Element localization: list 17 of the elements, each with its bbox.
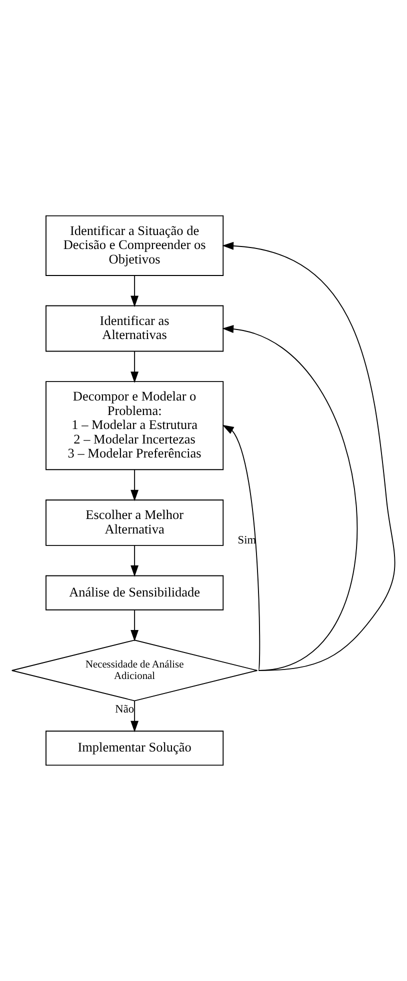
edge-label: Não <box>115 703 134 716</box>
node-box: Escolher a Melhor Alternativa <box>46 500 224 546</box>
node-box: Identificar as Alternativas <box>46 305 224 352</box>
arrow <box>130 700 139 732</box>
arrow <box>222 424 260 671</box>
arrow <box>130 350 139 383</box>
arrow <box>130 275 139 308</box>
arrow <box>130 545 139 577</box>
node-box: Análise de Sensibilidade <box>46 575 224 610</box>
node-diamond: Necessidade de Análise Adicional <box>11 640 258 702</box>
node-box: Implementar Solução <box>46 730 224 766</box>
node-box: Decompor e Modelar o Problema: 1 – Modelar a Estrutura 2 – Modelar Incertezas 3 – Modelar Preferências <box>46 381 224 470</box>
arrow <box>222 325 358 671</box>
arrow <box>130 610 139 642</box>
arrow <box>222 242 396 671</box>
node-box: Identificar a Situação de Decisão e Compreender os Objetivos <box>46 215 224 276</box>
arrow <box>130 469 139 502</box>
